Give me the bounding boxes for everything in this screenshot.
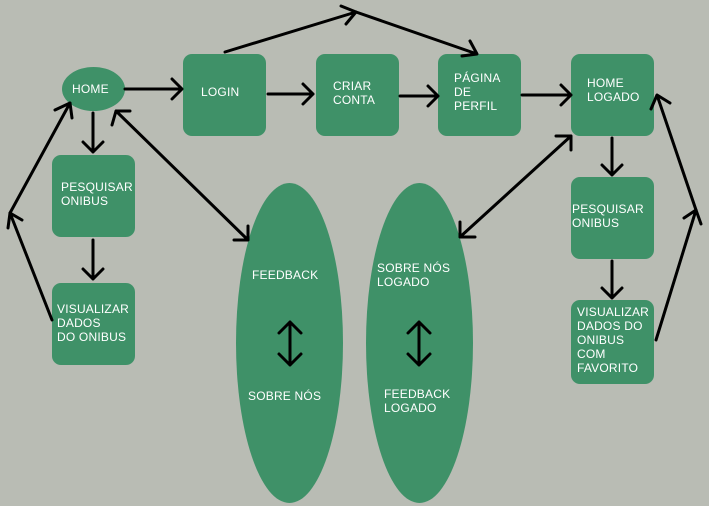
node-pesquisar-onibus-label: PESQUISAR ONIBUS — [61, 180, 133, 208]
arrow-top-perfil — [354, 10, 479, 58]
arrow-perfil-homelogado — [520, 83, 573, 107]
arrow-login-top — [223, 4, 358, 54]
node-home-logado-label: HOME LOGADO — [587, 76, 640, 104]
node-visualizar-dados-favorito-label: VISUALIZAR DADOS DO ONIBUS COM FAVORITO — [577, 305, 650, 375]
node-pagina-perfil-label: PÁGINA DE PERFIL — [454, 71, 501, 113]
arrow-home-login — [123, 77, 184, 101]
arrow-homelogado-sobrelogado — [458, 134, 573, 239]
arrow-homelogado-pesquisar — [600, 136, 624, 177]
node-home-logado: HOME LOGADO — [571, 54, 654, 136]
arrow-pesquisar-visualizar — [81, 238, 105, 281]
node-visualizar-dados-favorito: VISUALIZAR DADOS DO ONIBUS COM FAVORITO — [571, 300, 654, 384]
node-home-label: HOME — [72, 82, 109, 96]
arrow-criar-perfil — [398, 84, 440, 108]
node-login: LOGIN — [183, 54, 266, 136]
arrow-pesquisar-favorito — [600, 259, 624, 300]
arrow-sobrelogado-feedbacklogado — [406, 320, 432, 367]
node-pesquisar-onibus-logado-label: PESQUISAR ONIBUS — [572, 202, 644, 230]
arrow-favorito-right — [654, 208, 703, 342]
node-pagina-perfil: PÁGINA DE PERFIL — [438, 54, 521, 136]
arrow-right-homelogado — [649, 93, 698, 212]
node-feedback-logado-label: FEEDBACK LOGADO — [384, 387, 451, 415]
node-sobre-nos-logado-label: SOBRE NÓS LOGADO — [377, 261, 451, 289]
node-pesquisar-onibus: PESQUISAR ONIBUS — [52, 155, 135, 237]
node-criar-conta: CRIAR CONTA — [316, 54, 399, 136]
node-visualizar-dados-label: VISUALIZAR DADOS DO ONIBUS — [57, 302, 130, 344]
node-pesquisar-onibus-logado: PESQUISAR ONIBUS — [571, 177, 654, 259]
node-login-label: LOGIN — [201, 85, 240, 99]
node-feedback-label: FEEDBACK — [252, 268, 319, 282]
node-visualizar-dados: VISUALIZAR DADOS DO ONIBUS — [52, 283, 135, 365]
arrow-feedback-sobrenos — [277, 320, 303, 367]
arrow-home-pesquisar — [81, 111, 105, 154]
arrow-visualizar-left — [6, 211, 54, 322]
arrow-home-feedback — [110, 109, 250, 242]
arrow-login-criar — [266, 82, 315, 106]
node-sobre-nos-label: SOBRE NÓS — [248, 389, 322, 403]
node-home: HOME — [62, 67, 125, 111]
node-criar-conta-label: CRIAR CONTA — [333, 79, 376, 107]
arrow-left-home — [8, 101, 74, 215]
